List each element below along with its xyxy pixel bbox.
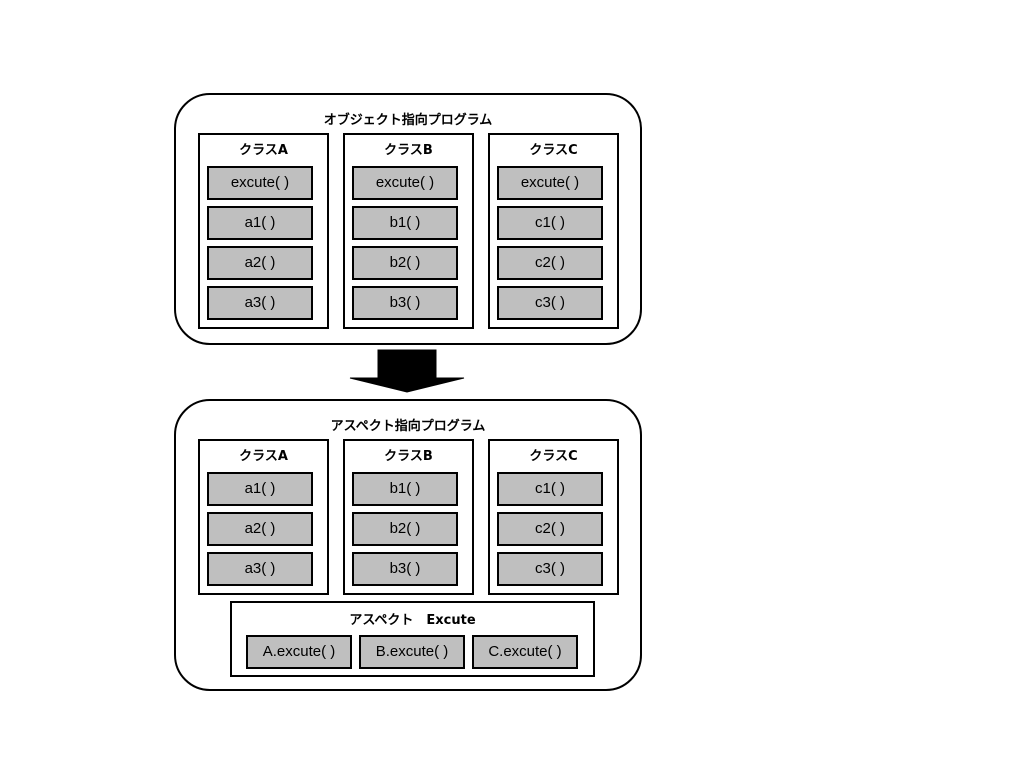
aop-class-c-title: クラスC: [529, 449, 578, 464]
oop-class-a-method-a1: a1( ): [207, 206, 313, 240]
aspect-method-b-excute: B.excute( ): [359, 635, 465, 669]
oop-class-b-title: クラスB: [384, 143, 433, 158]
oop-class-b-method-b1: b1( ): [352, 206, 458, 240]
oop-panel-title: オブジェクト指向プログラム: [323, 113, 493, 128]
oop-class-c-title: クラスC: [529, 143, 578, 158]
aop-class-b-method-b2: b2( ): [352, 512, 458, 546]
aop-panel-title: アスペクト指向プログラム: [330, 419, 486, 434]
oop-class-a: クラスA excute( ) a1( ) a2( ) a3( ): [198, 133, 329, 329]
oop-class-a-method-a2: a2( ): [207, 246, 313, 280]
aop-class-a-method-a1: a1( ): [207, 472, 313, 506]
aspect-method-a-excute: A.excute( ): [246, 635, 352, 669]
oop-class-b-method-excute: excute( ): [352, 166, 458, 200]
aspect-excute-title: アスペクト Excute: [349, 613, 476, 628]
oop-class-b-method-b3: b3( ): [352, 286, 458, 320]
oop-class-b-method-b2: b2( ): [352, 246, 458, 280]
aop-panel: アスペクト指向プログラム クラスA a1( ) a2( ) a3( ) クラスB…: [174, 399, 642, 691]
aop-class-b-method-b1: b1( ): [352, 472, 458, 506]
aop-class-c-method-c2: c2( ): [497, 512, 603, 546]
oop-class-c: クラスC excute( ) c1( ) c2( ) c3( ): [488, 133, 619, 329]
oop-class-c-method-c3: c3( ): [497, 286, 603, 320]
aspect-method-c-excute: C.excute( ): [472, 635, 578, 669]
oop-class-a-method-excute: excute( ): [207, 166, 313, 200]
oop-class-a-title: クラスA: [239, 143, 288, 158]
aop-class-a-method-a2: a2( ): [207, 512, 313, 546]
oop-class-c-method-excute: excute( ): [497, 166, 603, 200]
aop-class-a: クラスA a1( ) a2( ) a3( ): [198, 439, 329, 595]
oop-class-c-method-c2: c2( ): [497, 246, 603, 280]
aop-class-c-method-c3: c3( ): [497, 552, 603, 586]
aop-class-a-title: クラスA: [239, 449, 288, 464]
oop-class-c-method-c1: c1( ): [497, 206, 603, 240]
aop-class-c-method-c1: c1( ): [497, 472, 603, 506]
aspect-excute-box: アスペクト Excute A.excute( ) B.excute( ) C.e…: [230, 601, 595, 677]
oop-panel: オブジェクト指向プログラム クラスA excute( ) a1( ) a2( )…: [174, 93, 642, 345]
aop-class-b: クラスB b1( ) b2( ) b3( ): [343, 439, 474, 595]
aop-class-c: クラスC c1( ) c2( ) c3( ): [488, 439, 619, 595]
aop-class-b-title: クラスB: [384, 449, 433, 464]
aop-class-a-method-a3: a3( ): [207, 552, 313, 586]
down-arrow-icon: [349, 349, 465, 393]
aop-class-b-method-b3: b3( ): [352, 552, 458, 586]
oop-class-b: クラスB excute( ) b1( ) b2( ) b3( ): [343, 133, 474, 329]
oop-class-a-method-a3: a3( ): [207, 286, 313, 320]
